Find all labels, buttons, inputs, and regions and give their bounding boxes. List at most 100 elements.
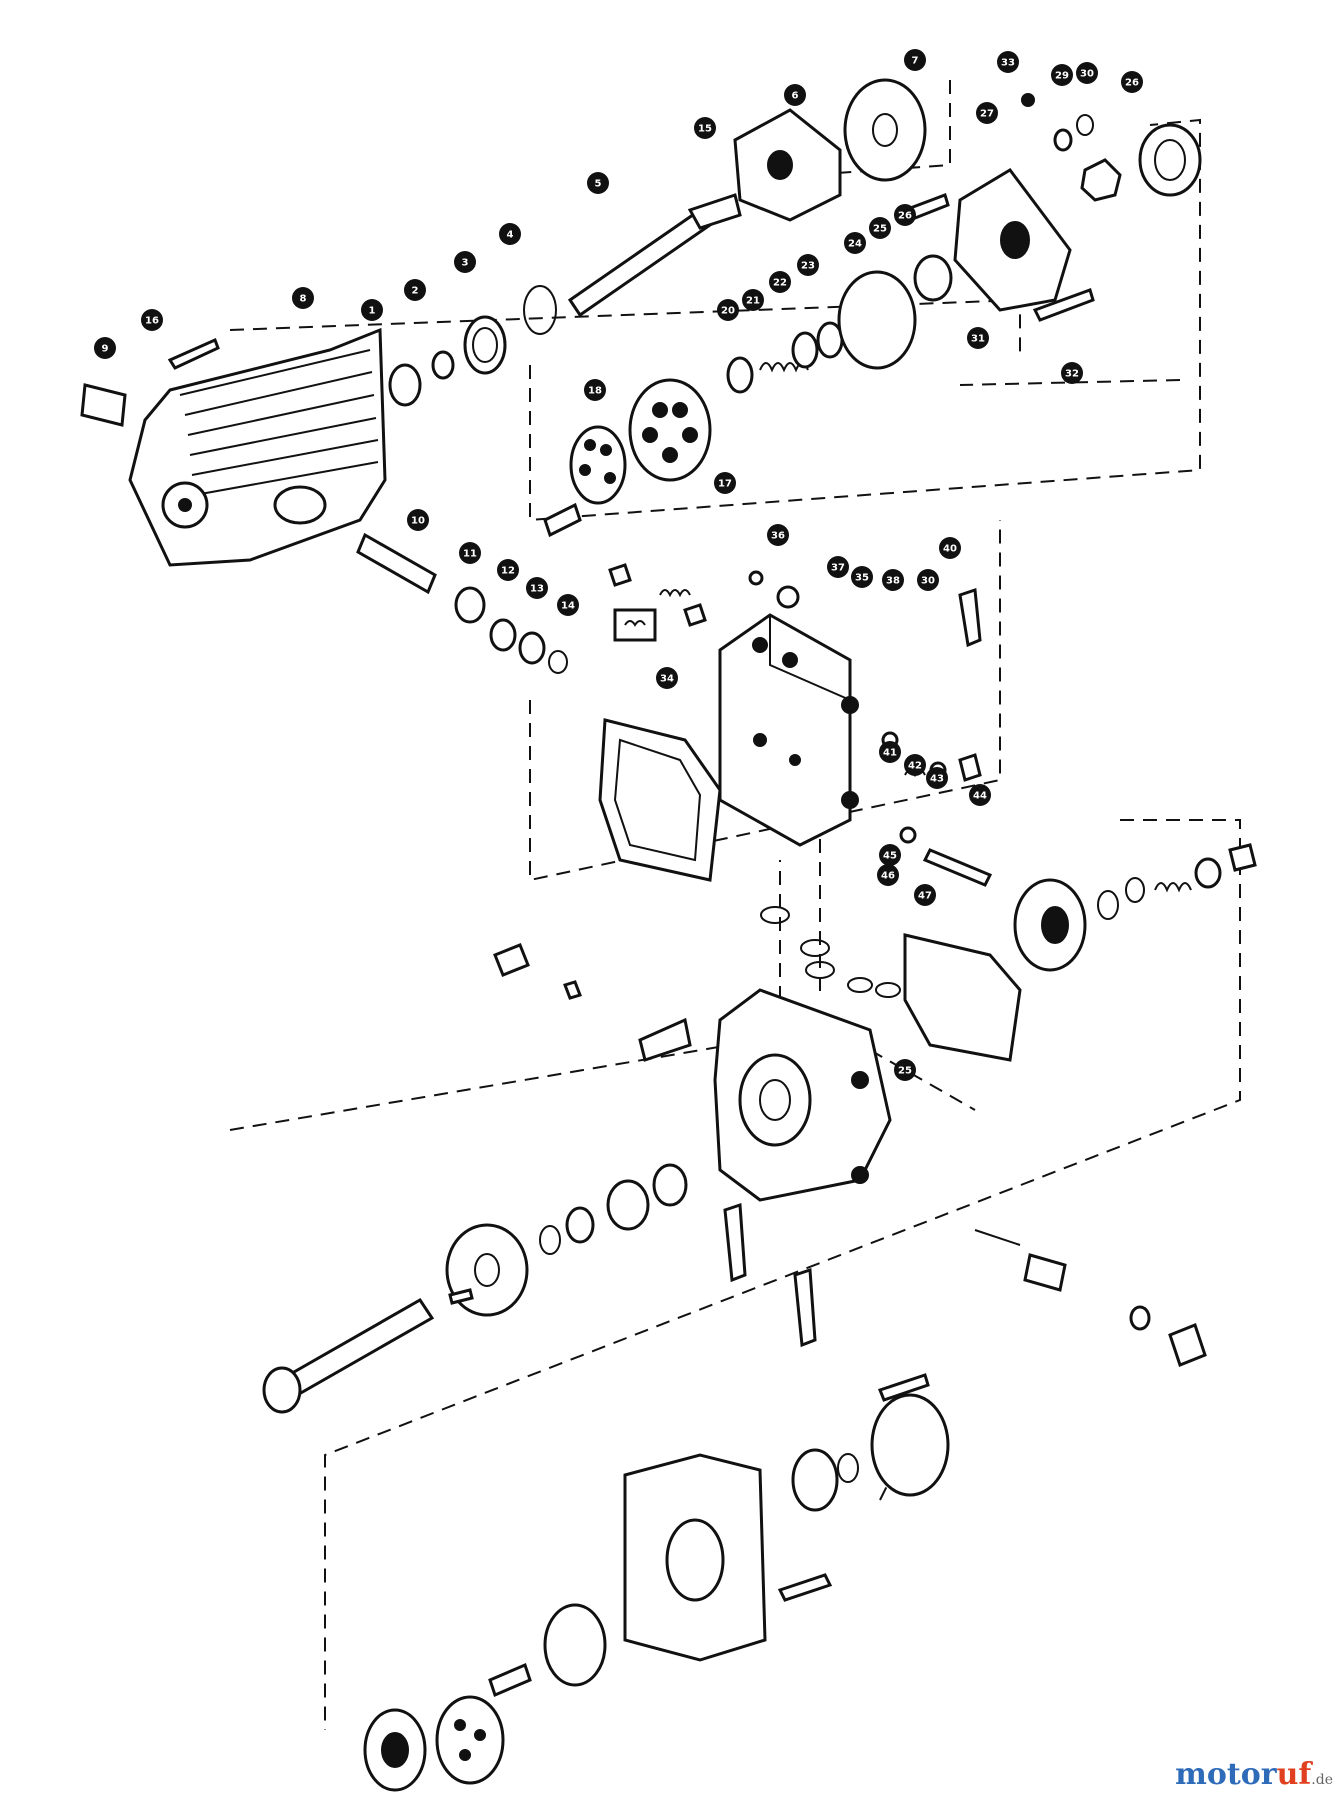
thrust-washer: [543, 1603, 607, 1687]
callout-badge: [784, 84, 806, 106]
washer: [1129, 1305, 1151, 1331]
callout-badge: [1121, 71, 1143, 93]
callout-26b: 26: [1121, 71, 1143, 93]
long-bolt: [958, 587, 982, 648]
callout-number: 26: [1125, 78, 1139, 89]
callout-34: 34: [656, 667, 678, 689]
callout-badge: [769, 271, 791, 293]
valve-plate: [837, 270, 917, 370]
gasket: [598, 718, 722, 882]
snap-ring: [837, 1453, 859, 1483]
callout-32: 32: [1061, 362, 1083, 384]
o-ring: [875, 982, 901, 998]
callout-number: 45: [883, 851, 897, 862]
seal-ring: [899, 826, 917, 844]
callout-17: 17: [714, 472, 736, 494]
ball-bearing-race: [472, 327, 498, 363]
relief-valve-cartridge: [1023, 1253, 1067, 1292]
callout-number: 32: [1065, 369, 1079, 380]
callout-number: 46: [881, 871, 895, 882]
callout-number: 35: [855, 573, 869, 584]
callout-number: 29: [1055, 71, 1069, 82]
callout-badge: [742, 289, 764, 311]
callout-badge: [361, 299, 383, 321]
bearing-race: [565, 1206, 595, 1244]
callout-number: 3: [462, 258, 469, 269]
callout-number: 34: [660, 674, 674, 685]
plug: [1228, 843, 1257, 872]
callout-4: 4: [499, 223, 521, 245]
callout-16: 16: [141, 309, 163, 331]
callout-badge: [656, 667, 678, 689]
watermark-logo: motoruf.de: [1175, 1757, 1333, 1792]
callout-badge: [851, 566, 873, 588]
gasket-inner: [613, 738, 702, 862]
spring-cap: [1194, 857, 1222, 889]
thrust-plate-bore: [872, 113, 898, 147]
callout-12: 12: [497, 559, 519, 581]
callout-18: 18: [584, 379, 606, 401]
callout-number: 13: [530, 584, 544, 595]
callout-badge: [997, 51, 1019, 73]
callout-number: 44: [973, 791, 987, 802]
callout-6: 6: [784, 84, 806, 106]
piston-retainer: [569, 425, 627, 505]
seal: [1053, 128, 1073, 152]
callout-badge: [141, 309, 163, 331]
callout-badge: [894, 204, 916, 226]
callout-badge: [969, 784, 991, 806]
callout-number: 25: [873, 224, 887, 235]
cap-screw-long: [1032, 288, 1095, 322]
callout-badge: [894, 1059, 916, 1081]
callout-badge: [877, 864, 899, 886]
callout-layer: 1234567891011121314151617182021222324252…: [94, 49, 1143, 1081]
callout-number: 38: [886, 576, 900, 587]
drive-shaft: [567, 193, 742, 318]
thrust-plate: [843, 78, 927, 182]
ball-bearing: [791, 1448, 839, 1512]
shim: [791, 331, 819, 369]
adjuster-plug: [683, 603, 707, 627]
valve-block: [718, 613, 859, 847]
callout-badge: [879, 844, 901, 866]
callout-36: 36: [767, 524, 789, 546]
end-cover-bore: [1041, 906, 1069, 944]
callout-7: 7: [904, 49, 926, 71]
o-ring: [760, 906, 790, 924]
callout-1: 1: [361, 299, 383, 321]
callout-badge: [882, 569, 904, 591]
callout-number: 14: [561, 601, 575, 612]
callout-30b: 30: [917, 569, 939, 591]
gerotor-inner: [1080, 158, 1122, 202]
o-ring: [847, 977, 873, 993]
callout-25a: 25: [869, 217, 891, 239]
callout-number: 36: [771, 531, 785, 542]
callout-number: 17: [718, 479, 732, 490]
callout-badge: [904, 49, 926, 71]
callout-badge: [797, 254, 819, 276]
gerotor-outer-bore: [1154, 139, 1186, 181]
callout-badge: [914, 884, 936, 906]
callout-badge: [1051, 64, 1073, 86]
pin: [488, 1662, 532, 1698]
pump-housing: [128, 327, 387, 567]
callout-number: 27: [980, 109, 994, 120]
callout-24: 24: [844, 232, 866, 254]
flange-plate-bore: [474, 1253, 500, 1287]
callout-badge: [557, 594, 579, 616]
callout-number: 33: [1001, 58, 1015, 69]
callout-14: 14: [557, 594, 579, 616]
snap-ring: [539, 1225, 561, 1255]
watermark-part1: motor: [1175, 1757, 1277, 1792]
callout-badge: [714, 472, 736, 494]
center-section: [713, 988, 892, 1202]
callout-badge: [767, 524, 789, 546]
callout-number: 16: [145, 316, 159, 327]
callout-40: 40: [939, 537, 961, 559]
callout-20: 20: [717, 299, 739, 321]
callout-5: 5: [587, 172, 609, 194]
callout-badge: [827, 556, 849, 578]
callout-number: 10: [411, 516, 425, 527]
plug: [958, 753, 982, 782]
callout-badge: [694, 117, 716, 139]
